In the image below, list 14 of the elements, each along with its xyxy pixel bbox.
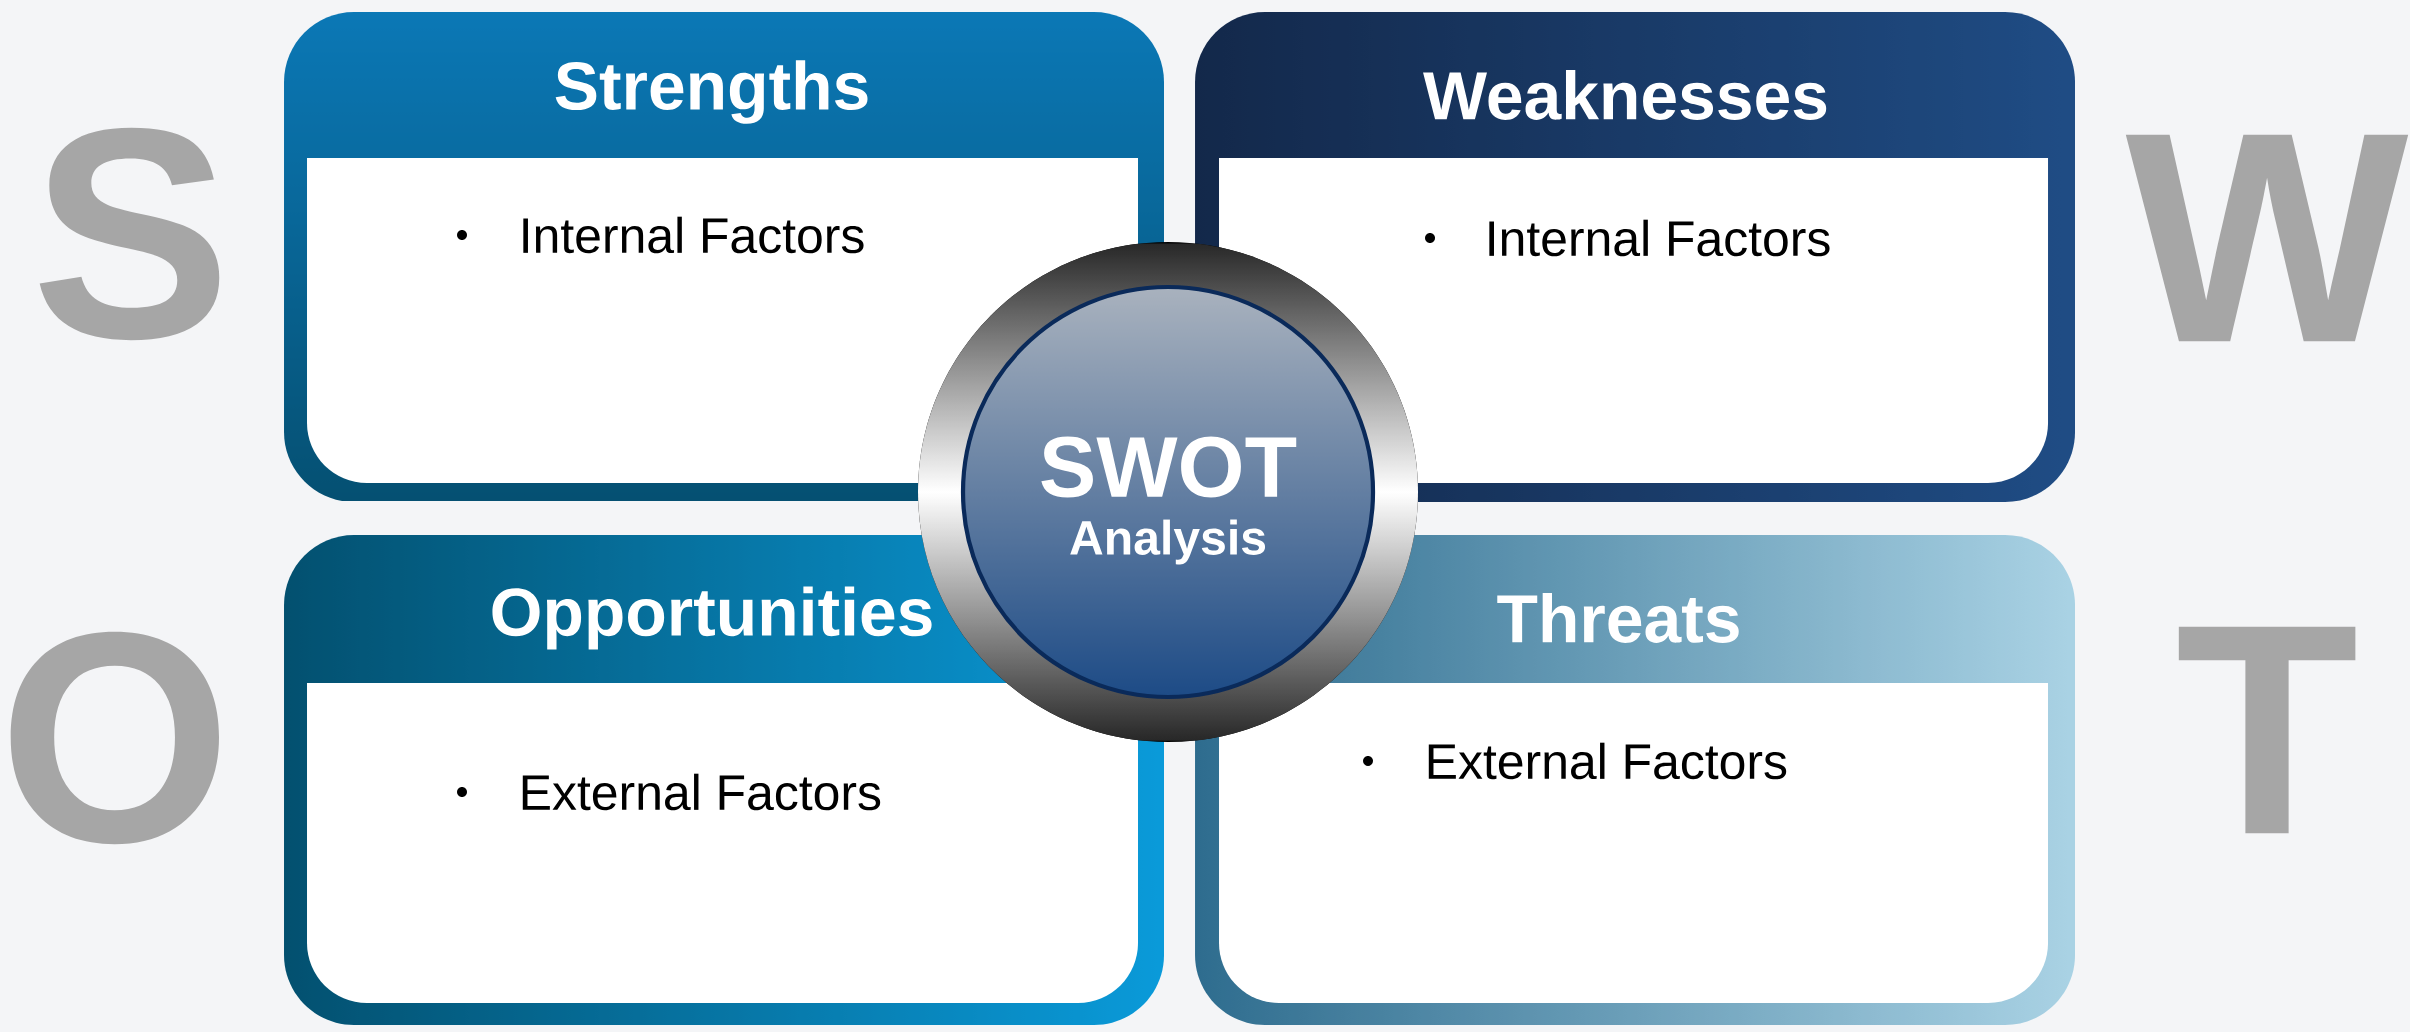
- bullet-text: Internal Factors: [1489, 219, 1830, 257]
- center-subtitle: Analysis: [1070, 519, 1266, 565]
- panel-heading: Strengths: [555, 60, 868, 124]
- panel-heading: Opportunities: [492, 586, 932, 650]
- bullet-text: External Factors: [1428, 742, 1787, 780]
- big-letter: O: [10, 631, 219, 845]
- panel-heading: Weaknesses: [1423, 70, 1827, 120]
- panel-heading: Threats: [1497, 593, 1739, 643]
- big-letter: T: [2178, 626, 2356, 834]
- center-title: SWOT: [1041, 436, 1297, 498]
- big-letter: W: [2125, 134, 2409, 342]
- bullet-text: External Factors: [522, 773, 881, 811]
- big-letter: S: [39, 127, 220, 341]
- bullet-text: Internal Factors: [523, 216, 864, 254]
